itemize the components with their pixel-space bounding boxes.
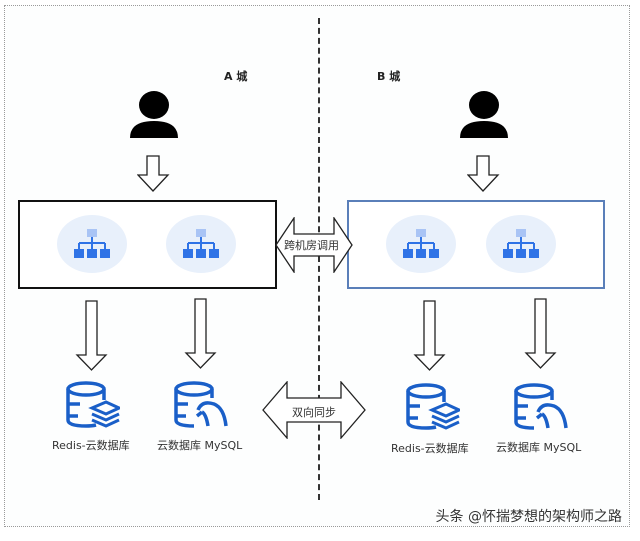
- db-a1-label: Redis-云数据库: [52, 439, 130, 452]
- db-b2-down-arrow-icon: [524, 298, 557, 369]
- db-a2-label: 云数据库 MySQL: [157, 439, 243, 452]
- mysql-database-icon: [514, 383, 568, 430]
- cross-datacenter-arrow-icon: [275, 217, 353, 273]
- bidirectional-sync-label: 双向同步: [292, 406, 336, 419]
- user-b-icon: [460, 91, 508, 138]
- watermark: 头条 @怀揣梦想的架构师之路: [435, 509, 622, 525]
- db-a2-down-arrow-icon: [184, 298, 217, 369]
- user-a-icon: [130, 91, 178, 138]
- db-a1-down-arrow-icon: [75, 300, 108, 371]
- user-a-down-arrow-icon: [137, 155, 170, 192]
- service-node-b2: [486, 215, 556, 273]
- network-topology-icon: [183, 229, 219, 258]
- db-b1-down-arrow-icon: [413, 300, 446, 371]
- db-b1-label: Redis-云数据库: [391, 442, 469, 455]
- city-b-label: B 城: [377, 70, 401, 83]
- service-node-b1: [386, 215, 456, 273]
- service-node-a1: [57, 215, 127, 273]
- redis-database-icon: [66, 381, 120, 428]
- city-a-label: A 城: [224, 70, 248, 83]
- db-b2-label: 云数据库 MySQL: [496, 441, 582, 454]
- network-topology-icon: [403, 229, 439, 258]
- service-node-a2: [166, 215, 236, 273]
- user-b-down-arrow-icon: [467, 155, 500, 192]
- redis-database-icon: [406, 383, 460, 430]
- network-topology-icon: [74, 229, 110, 258]
- cross-datacenter-call-label: 跨机房调用: [284, 239, 339, 252]
- city-divider-line: [318, 18, 320, 500]
- city-b-service-region: [347, 200, 605, 289]
- mysql-database-icon: [174, 381, 228, 428]
- bidirectional-sync-arrow-icon: [262, 381, 366, 439]
- city-a-service-region: [18, 200, 277, 289]
- network-topology-icon: [503, 229, 539, 258]
